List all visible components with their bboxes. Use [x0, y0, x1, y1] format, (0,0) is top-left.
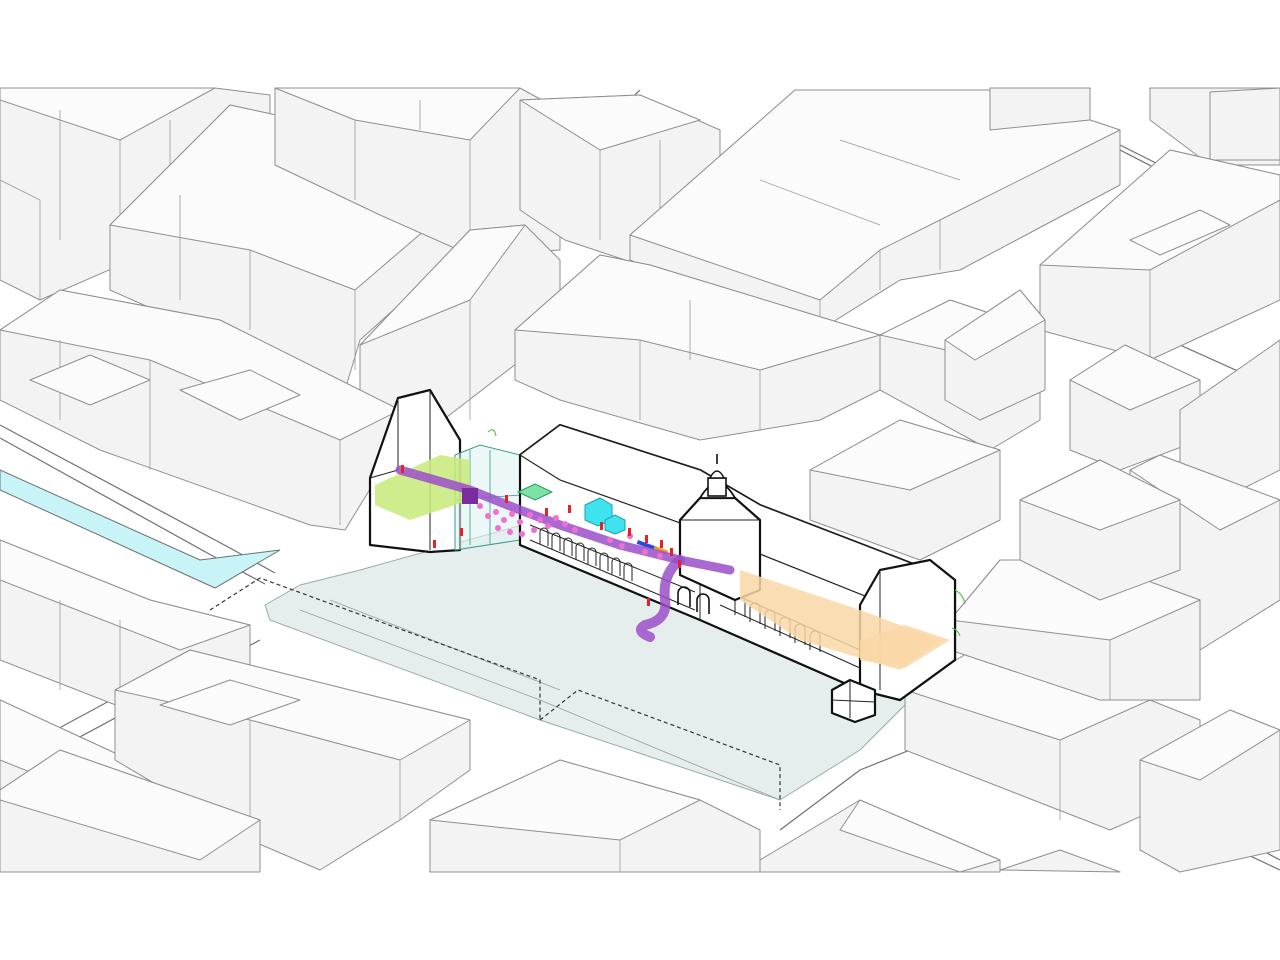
people-markers: [401, 465, 681, 606]
context-buildings-south: [0, 419, 1280, 873]
blue-bar: [636, 540, 655, 550]
green-accents: [487, 429, 966, 637]
water-channel: [0, 469, 281, 589]
green-box: [516, 483, 554, 501]
zone-green: [375, 455, 470, 520]
circulation-node: [462, 488, 478, 504]
underground-outline: [209, 577, 781, 810]
activity-clusters: [477, 503, 663, 559]
program-zones: [375, 455, 950, 670]
